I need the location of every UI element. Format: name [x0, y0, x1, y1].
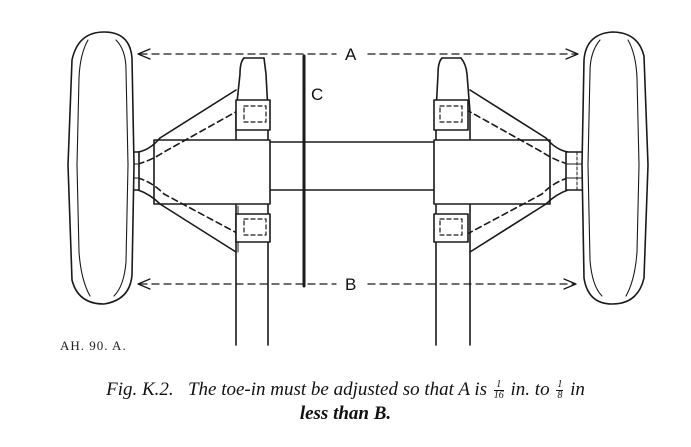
- label-a: A: [345, 45, 357, 64]
- caption-text-2: in. to: [510, 379, 550, 400]
- spring-brackets: [235, 99, 469, 243]
- drawing-code: AH. 90. A.: [60, 338, 127, 353]
- label-b: B: [345, 275, 356, 294]
- axle-beam: [153, 139, 551, 205]
- caption-text-1: The toe-in must be adjusted so that A is: [187, 379, 488, 400]
- caption-fig-number: Fig. K.2.: [106, 379, 174, 400]
- fraction-eighth-num: 1: [556, 379, 564, 392]
- caption-text-3: in: [570, 379, 585, 400]
- fraction-sixteenth-den: 16: [493, 390, 504, 402]
- right-wheel: [581, 31, 649, 305]
- label-c: C: [311, 85, 323, 104]
- dimension-b-line: [137, 278, 577, 290]
- left-wheel: [67, 31, 135, 305]
- figure-caption: Fig. K.2. The toe-in must be adjusted so…: [20, 378, 671, 426]
- fraction-eighth-den: 8: [557, 390, 563, 402]
- dimension-a-line: [137, 48, 579, 60]
- caption-line-2: less than B.: [299, 403, 392, 424]
- fraction-sixteenth-num: 1: [493, 380, 504, 392]
